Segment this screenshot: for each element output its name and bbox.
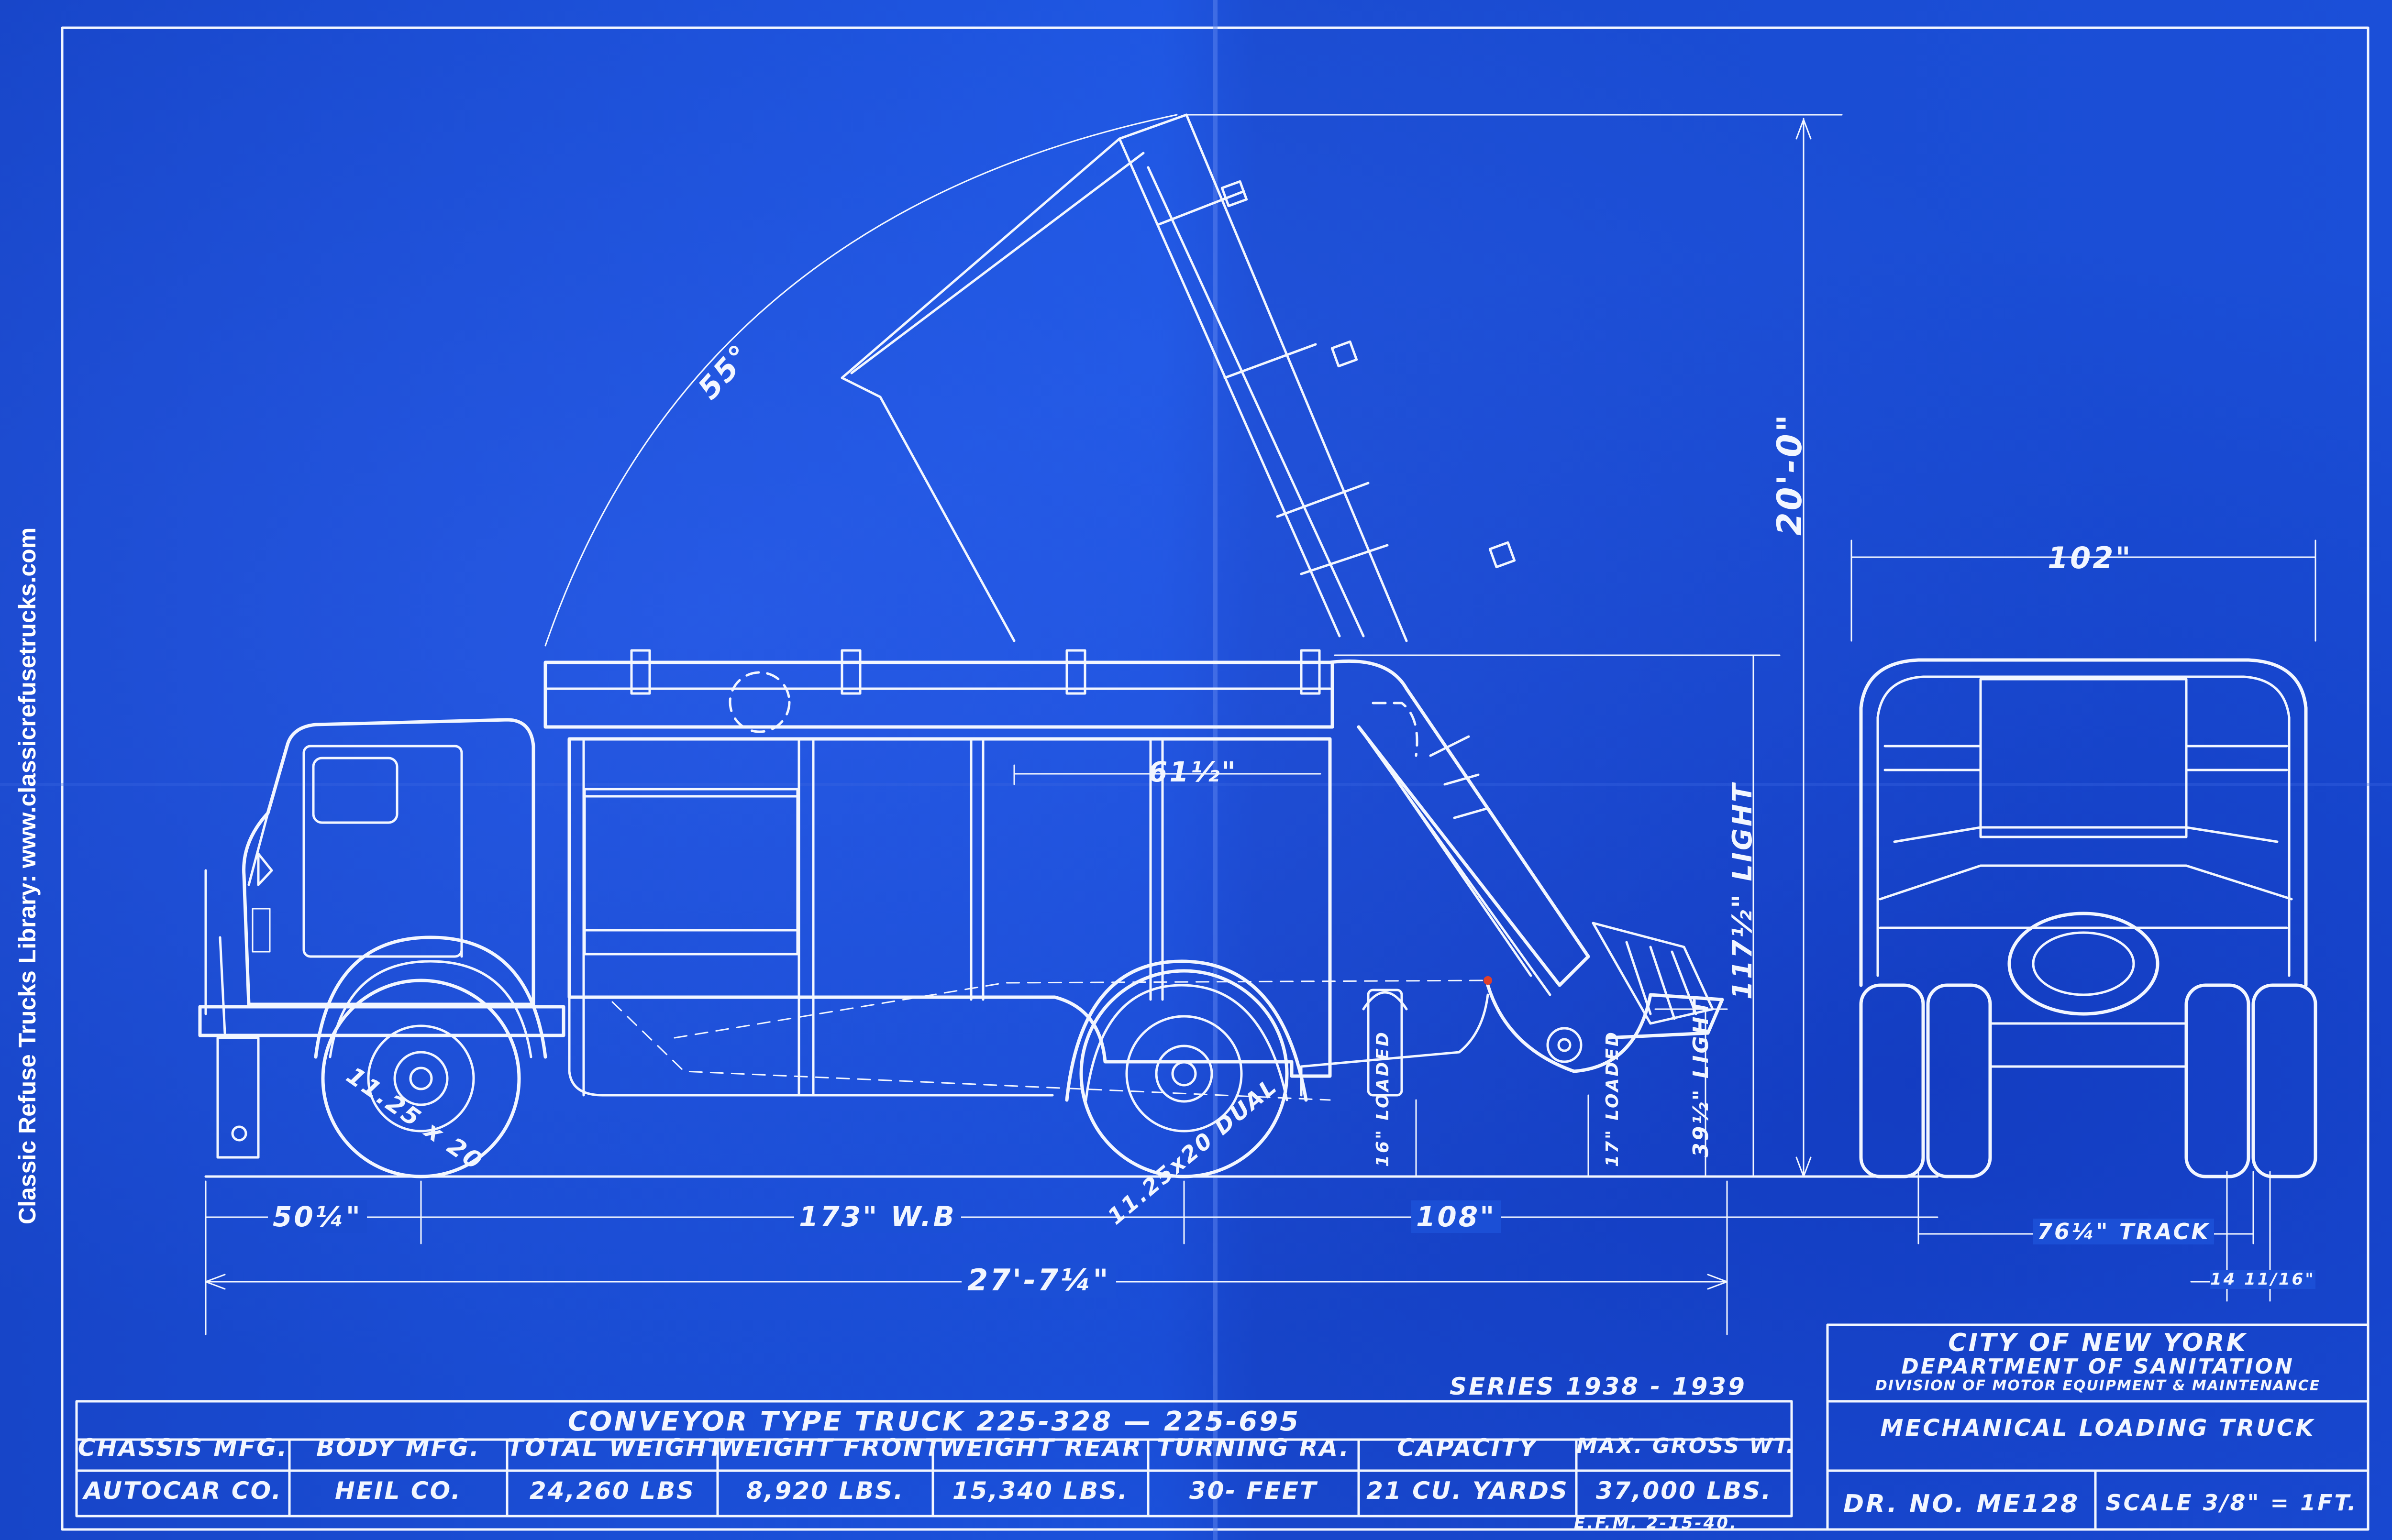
spec-header-weight-front: WEIGHT FRONT (718, 1434, 942, 1462)
drawing-title: MECHANICAL LOADING TRUCK (1880, 1415, 2315, 1441)
spec-title: CONVEYOR TYPE TRUCK 225-328 — 225-695 (567, 1406, 1301, 1437)
front-fender (314, 935, 547, 1059)
front-overhang-label: 50¼" (268, 1200, 367, 1233)
cab-door (302, 745, 463, 958)
light-height-label: 117½" LIGHT (1727, 781, 1758, 1000)
series-label: SERIES 1938 - 1939 (1450, 1373, 1747, 1400)
spec-header-total-weight: TOTAL WEIGHT (507, 1434, 725, 1462)
loaded-16-label: 16" LOADED (1373, 1030, 1393, 1167)
rear-overhang-label: 108" (1411, 1200, 1501, 1233)
spec-header-capacity: CAPACITY (1397, 1434, 1538, 1462)
raised-conveyor-outline (841, 113, 1516, 642)
width-label: 102" (2048, 540, 2133, 575)
truck-rear-view (1859, 658, 2317, 1178)
spec-value-turning: 30- FEET (1189, 1477, 1318, 1505)
spec-value-body: HEIL CO. (335, 1477, 462, 1505)
library-credit: Classic Refuse Trucks Library: www.class… (14, 527, 41, 1224)
cab (242, 718, 535, 1006)
loader-bucket (1486, 983, 1724, 1073)
cab-window (312, 757, 399, 824)
spec-value-capacity: 21 CU. YARDS (1366, 1477, 1569, 1505)
body-top-rail (543, 660, 1334, 729)
overall-length-label: 27'-7¼" (962, 1263, 1116, 1298)
spec-header-weight-rear: WEIGHT REAR (939, 1434, 1142, 1462)
title-block-frame (1826, 1323, 2370, 1531)
spec-value-total-weight: 24,260 LBS (529, 1477, 696, 1505)
spec-value-chassis: AUTOCAR CO. (83, 1477, 283, 1505)
rear-wheel (1079, 969, 1289, 1178)
swing-arc (544, 114, 1178, 647)
spec-value-max-gross: 37,000 LBS. (1595, 1477, 1772, 1505)
front-wheel (321, 979, 521, 1178)
spec-header-max-gross: MAX. GROSS WT. (1576, 1434, 1796, 1458)
clearance-label: 39½" LIGHT (1689, 998, 1713, 1157)
drawing-scale: SCALE 3/8" = 1FT. (2105, 1490, 2358, 1516)
spec-value-weight-front: 8,920 LBS. (746, 1477, 905, 1505)
refuse-body (567, 737, 1332, 1078)
height-label: 20'-0" (1770, 412, 1809, 536)
spec-header-body: BODY MFG. (316, 1434, 480, 1462)
title-division: DIVISION OF MOTOR EQUIPMENT & MAINTENANC… (1875, 1377, 2321, 1394)
body-length-label: 61½" (1148, 756, 1238, 788)
spec-header-chassis: CHASSIS MFG. (78, 1434, 288, 1462)
conveyor-loader (1328, 659, 1590, 987)
spec-value-weight-rear: 15,340 LBS. (952, 1477, 1129, 1505)
drawing-number: DR. NO. ME128 (1843, 1490, 2080, 1518)
spec-table-frame (75, 1400, 1793, 1518)
signature-date: E.F.M. 2-15-40. (1574, 1514, 1738, 1533)
track-label: 76¼" TRACK (2033, 1219, 2214, 1244)
rear-fender (1065, 959, 1308, 1102)
title-department: DEPARTMENT OF SANITATION (1901, 1354, 2294, 1379)
spec-header-turning: TURNING RA. (1156, 1434, 1351, 1462)
wheelbase-label: 173" W.B (794, 1200, 961, 1233)
truck-side-view (198, 113, 1939, 1178)
loaded-17-label: 17" LOADED (1603, 1030, 1622, 1167)
dual-spacing-label: 14 11/16" (2210, 1270, 2315, 1289)
title-city: CITY OF NEW YORK (1948, 1329, 2248, 1357)
